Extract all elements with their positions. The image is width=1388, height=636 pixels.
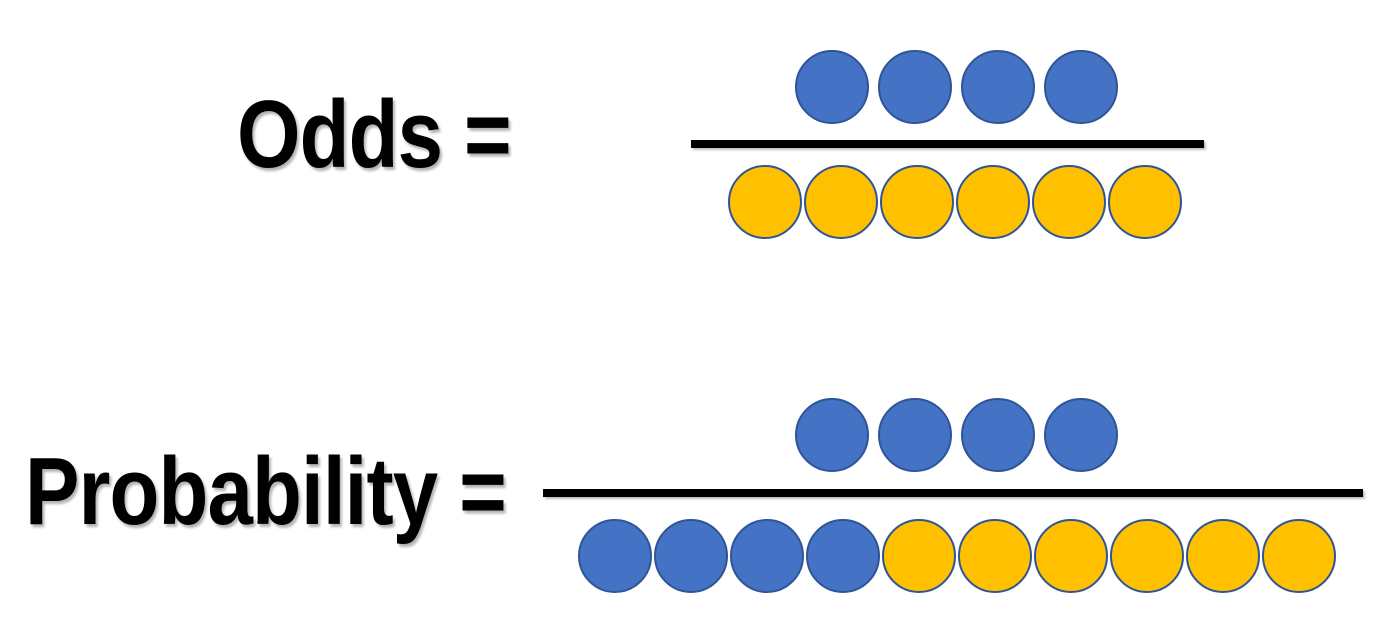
odds-label: Odds = (237, 81, 512, 188)
blue-circle (878, 398, 952, 472)
blue-circle (806, 519, 880, 593)
yellow-circle (804, 165, 878, 239)
yellow-circle (1032, 165, 1106, 239)
yellow-circle (880, 165, 954, 239)
odds-numerator-row (795, 50, 1118, 124)
yellow-circle (1110, 519, 1184, 593)
yellow-circle (1186, 519, 1260, 593)
blue-circle (1044, 50, 1118, 124)
blue-circle (578, 519, 652, 593)
odds-fraction-line (691, 140, 1204, 148)
probability-label: Probability = (25, 438, 507, 545)
yellow-circle (1262, 519, 1336, 593)
blue-circle (961, 50, 1035, 124)
blue-circle (795, 50, 869, 124)
yellow-circle (1034, 519, 1108, 593)
odds-denominator-row (728, 165, 1182, 239)
yellow-circle (956, 165, 1030, 239)
blue-circle (730, 519, 804, 593)
yellow-circle (958, 519, 1032, 593)
blue-circle (961, 398, 1035, 472)
yellow-circle (882, 519, 956, 593)
probability-fraction-line (543, 489, 1363, 497)
yellow-circle (1108, 165, 1182, 239)
blue-circle (654, 519, 728, 593)
blue-circle (795, 398, 869, 472)
probability-numerator-row (795, 398, 1118, 472)
yellow-circle (728, 165, 802, 239)
blue-circle (878, 50, 952, 124)
probability-denominator-row (578, 519, 1336, 593)
blue-circle (1044, 398, 1118, 472)
